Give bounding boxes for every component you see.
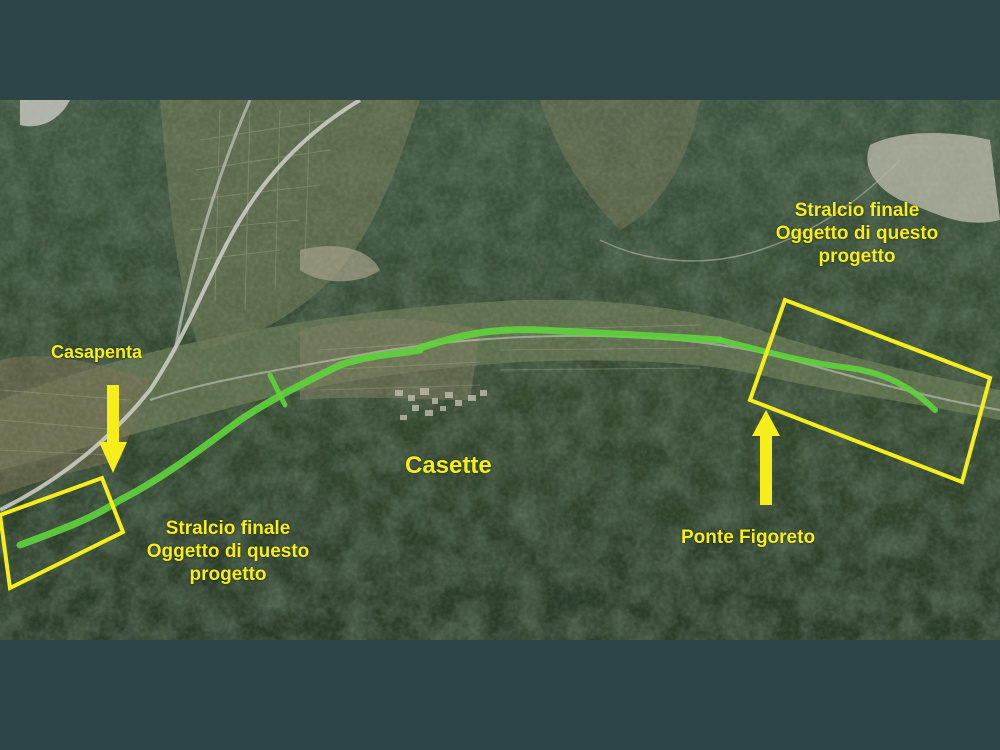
mountain-road xyxy=(599,159,901,262)
terrain-detail xyxy=(0,100,1000,640)
highway-ramp xyxy=(173,100,252,351)
label-ponte-figoreto: Ponte Figoreto xyxy=(681,527,816,548)
aerial-map-image xyxy=(0,100,1000,640)
route-line xyxy=(16,326,938,549)
label-casapenta: Casapenta xyxy=(51,342,143,362)
aerial-map: Stralcio finale Oggetto di questo proget… xyxy=(0,100,1000,640)
label-stralcio-finale-east: Stralcio finale Oggetto di questo proget… xyxy=(775,200,939,267)
label-casette: Casette xyxy=(405,452,492,479)
arrow-down-icon xyxy=(99,385,127,473)
highway xyxy=(0,100,362,512)
label-stralcio-finale-west: Stralcio finale Oggetto di questo proget… xyxy=(146,518,310,585)
village-casette xyxy=(395,388,487,420)
arrow-up-icon xyxy=(752,410,780,505)
project-box-west xyxy=(0,475,126,592)
project-box-east xyxy=(747,297,993,485)
